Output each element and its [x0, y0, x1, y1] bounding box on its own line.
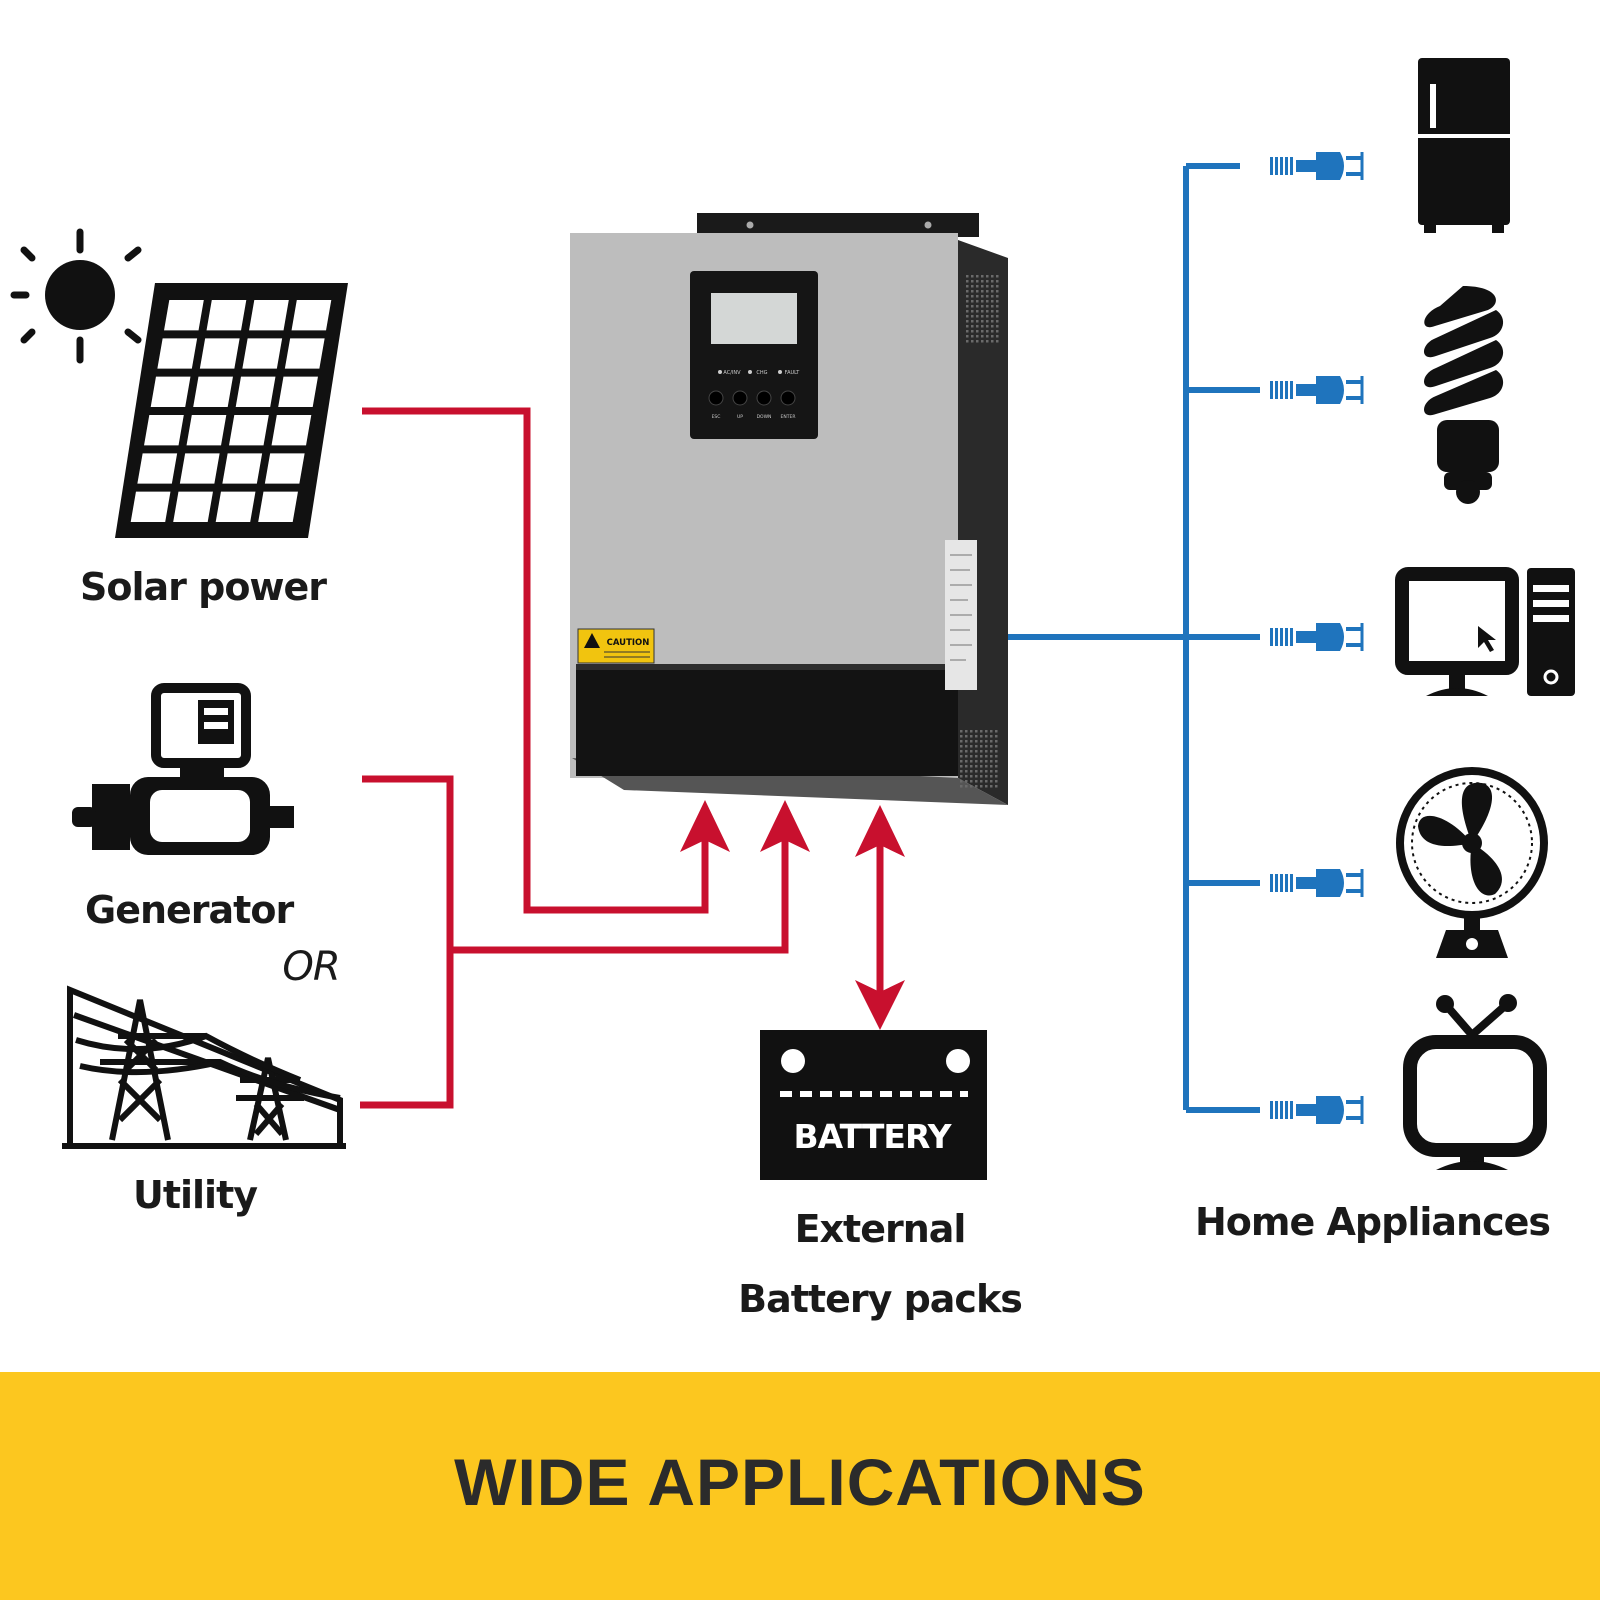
solar-cell: [278, 376, 318, 407]
solar-cell: [222, 453, 263, 484]
external-battery-label-line2: Battery packs: [738, 1277, 1023, 1321]
home-appliances-label: Home Appliances: [1195, 1200, 1551, 1244]
output-lines: [1008, 163, 1260, 1113]
solar-cell: [258, 491, 298, 522]
vent-grille-top: [966, 275, 999, 343]
sun-icon: [10, 228, 142, 364]
solar-cell: [271, 415, 312, 446]
generator-label: Generator: [85, 888, 294, 932]
panel-indicator-label: FAULT: [785, 370, 801, 376]
solar-panel-icon: [115, 283, 348, 538]
tv-icon: [1403, 994, 1547, 1170]
solar-cell: [235, 376, 276, 407]
panel-button[interactable]: [732, 390, 748, 406]
inverter-control-panel: AC/INV CHG FAULT ESC UP DOWN ENTER: [690, 271, 818, 439]
solar-cell: [229, 415, 269, 446]
panel-button[interactable]: [756, 390, 772, 406]
solar-cell: [130, 491, 171, 522]
battery-icon-text: BATTERY: [794, 1117, 953, 1156]
plug-connectors: [1270, 152, 1364, 1124]
generator-icon: [72, 683, 294, 855]
diagram-stage: CAUTION AC/INV CHG FAULT ESC UP DOWN ENTER BA…: [10, 58, 1575, 1334]
input-arrowheads: [680, 800, 905, 1030]
solar-cell: [150, 376, 191, 407]
panel-button[interactable]: [780, 390, 796, 406]
or-label: OR: [282, 944, 340, 990]
plug-icon: [1270, 152, 1364, 180]
vent-grille-bottom: [960, 730, 998, 788]
battery-icon: BATTERY: [760, 1030, 987, 1180]
external-battery-label: External Battery packs: [730, 1194, 1030, 1334]
external-battery-label-line1: External: [794, 1207, 967, 1251]
plug-icon: [1270, 1096, 1364, 1124]
utility-tower-icon: [62, 985, 346, 1149]
solar-cell: [199, 338, 240, 369]
panel-button-label: UP: [737, 414, 743, 420]
solar-cell: [137, 453, 178, 484]
solar-cell: [144, 415, 184, 446]
computer-icon: [1395, 567, 1575, 696]
solar-cell: [164, 300, 204, 331]
fan-icon: [1396, 767, 1548, 958]
solar-cell: [186, 415, 227, 446]
plug-icon: [1270, 623, 1364, 651]
bottom-banner: WIDE APPLICATIONS: [0, 1372, 1600, 1600]
panel-button-label: DOWN: [757, 414, 772, 420]
solar-cell: [291, 300, 332, 331]
bulb-icon: [1424, 286, 1504, 504]
plug-icon: [1270, 376, 1364, 404]
solar-cell: [193, 376, 233, 407]
utility-label: Utility: [132, 1173, 258, 1217]
solar-cell: [242, 338, 283, 369]
plug-icon: [1270, 869, 1364, 897]
lcd-display: [711, 293, 797, 344]
panel-button[interactable]: [708, 390, 724, 406]
panel-button-label: ESC: [712, 414, 721, 420]
solar-power-label: Solar power: [80, 565, 327, 609]
solar-cell: [264, 453, 305, 484]
banner-title: WIDE APPLICATIONS: [454, 1445, 1146, 1519]
solar-cell: [249, 300, 289, 331]
solar-cell: [179, 453, 220, 484]
panel-button-label: ENTER: [781, 414, 796, 420]
solar-cell: [206, 300, 247, 331]
panel-indicator-label: CHG: [756, 370, 767, 376]
solar-cell: [173, 491, 213, 522]
caution-text: CAUTION: [607, 638, 650, 648]
fridge-icon: [1418, 58, 1510, 233]
solar-cell: [284, 338, 325, 369]
panel-indicator-label: AC/INV: [723, 370, 741, 376]
solar-cell: [157, 338, 198, 369]
solar-cell: [215, 491, 256, 522]
input-lines: [360, 407, 884, 1109]
